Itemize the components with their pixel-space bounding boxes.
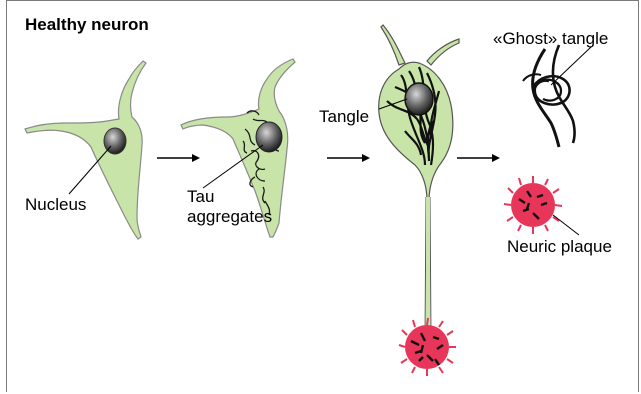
- arrow-1: [157, 154, 200, 162]
- nucleus-label: Nucleus: [25, 195, 86, 215]
- tangle-neuron-cell: [379, 25, 459, 339]
- tau-label-line1: Tau: [187, 187, 214, 207]
- arrow-2: [327, 154, 370, 162]
- page-title: Healthy neuron: [25, 15, 149, 35]
- axon-plaque: [399, 318, 456, 376]
- tangle-label: Tangle: [319, 107, 369, 127]
- tau-label-line2: aggregates: [187, 207, 272, 227]
- neuron-diagram: [7, 1, 640, 393]
- plaque-leader-line: [553, 215, 579, 235]
- figure-frame: Healthy neuron Nucleus Tau aggregates Ta…: [6, 0, 639, 392]
- ghost-tangle-label: «Ghost» tangle: [493, 29, 608, 49]
- arrow-3: [457, 154, 500, 162]
- neuric-plaque-shape: [504, 176, 562, 234]
- neuric-plaque-label: Neuric plaque: [507, 237, 612, 257]
- ghost-tangle-shape: [523, 45, 575, 147]
